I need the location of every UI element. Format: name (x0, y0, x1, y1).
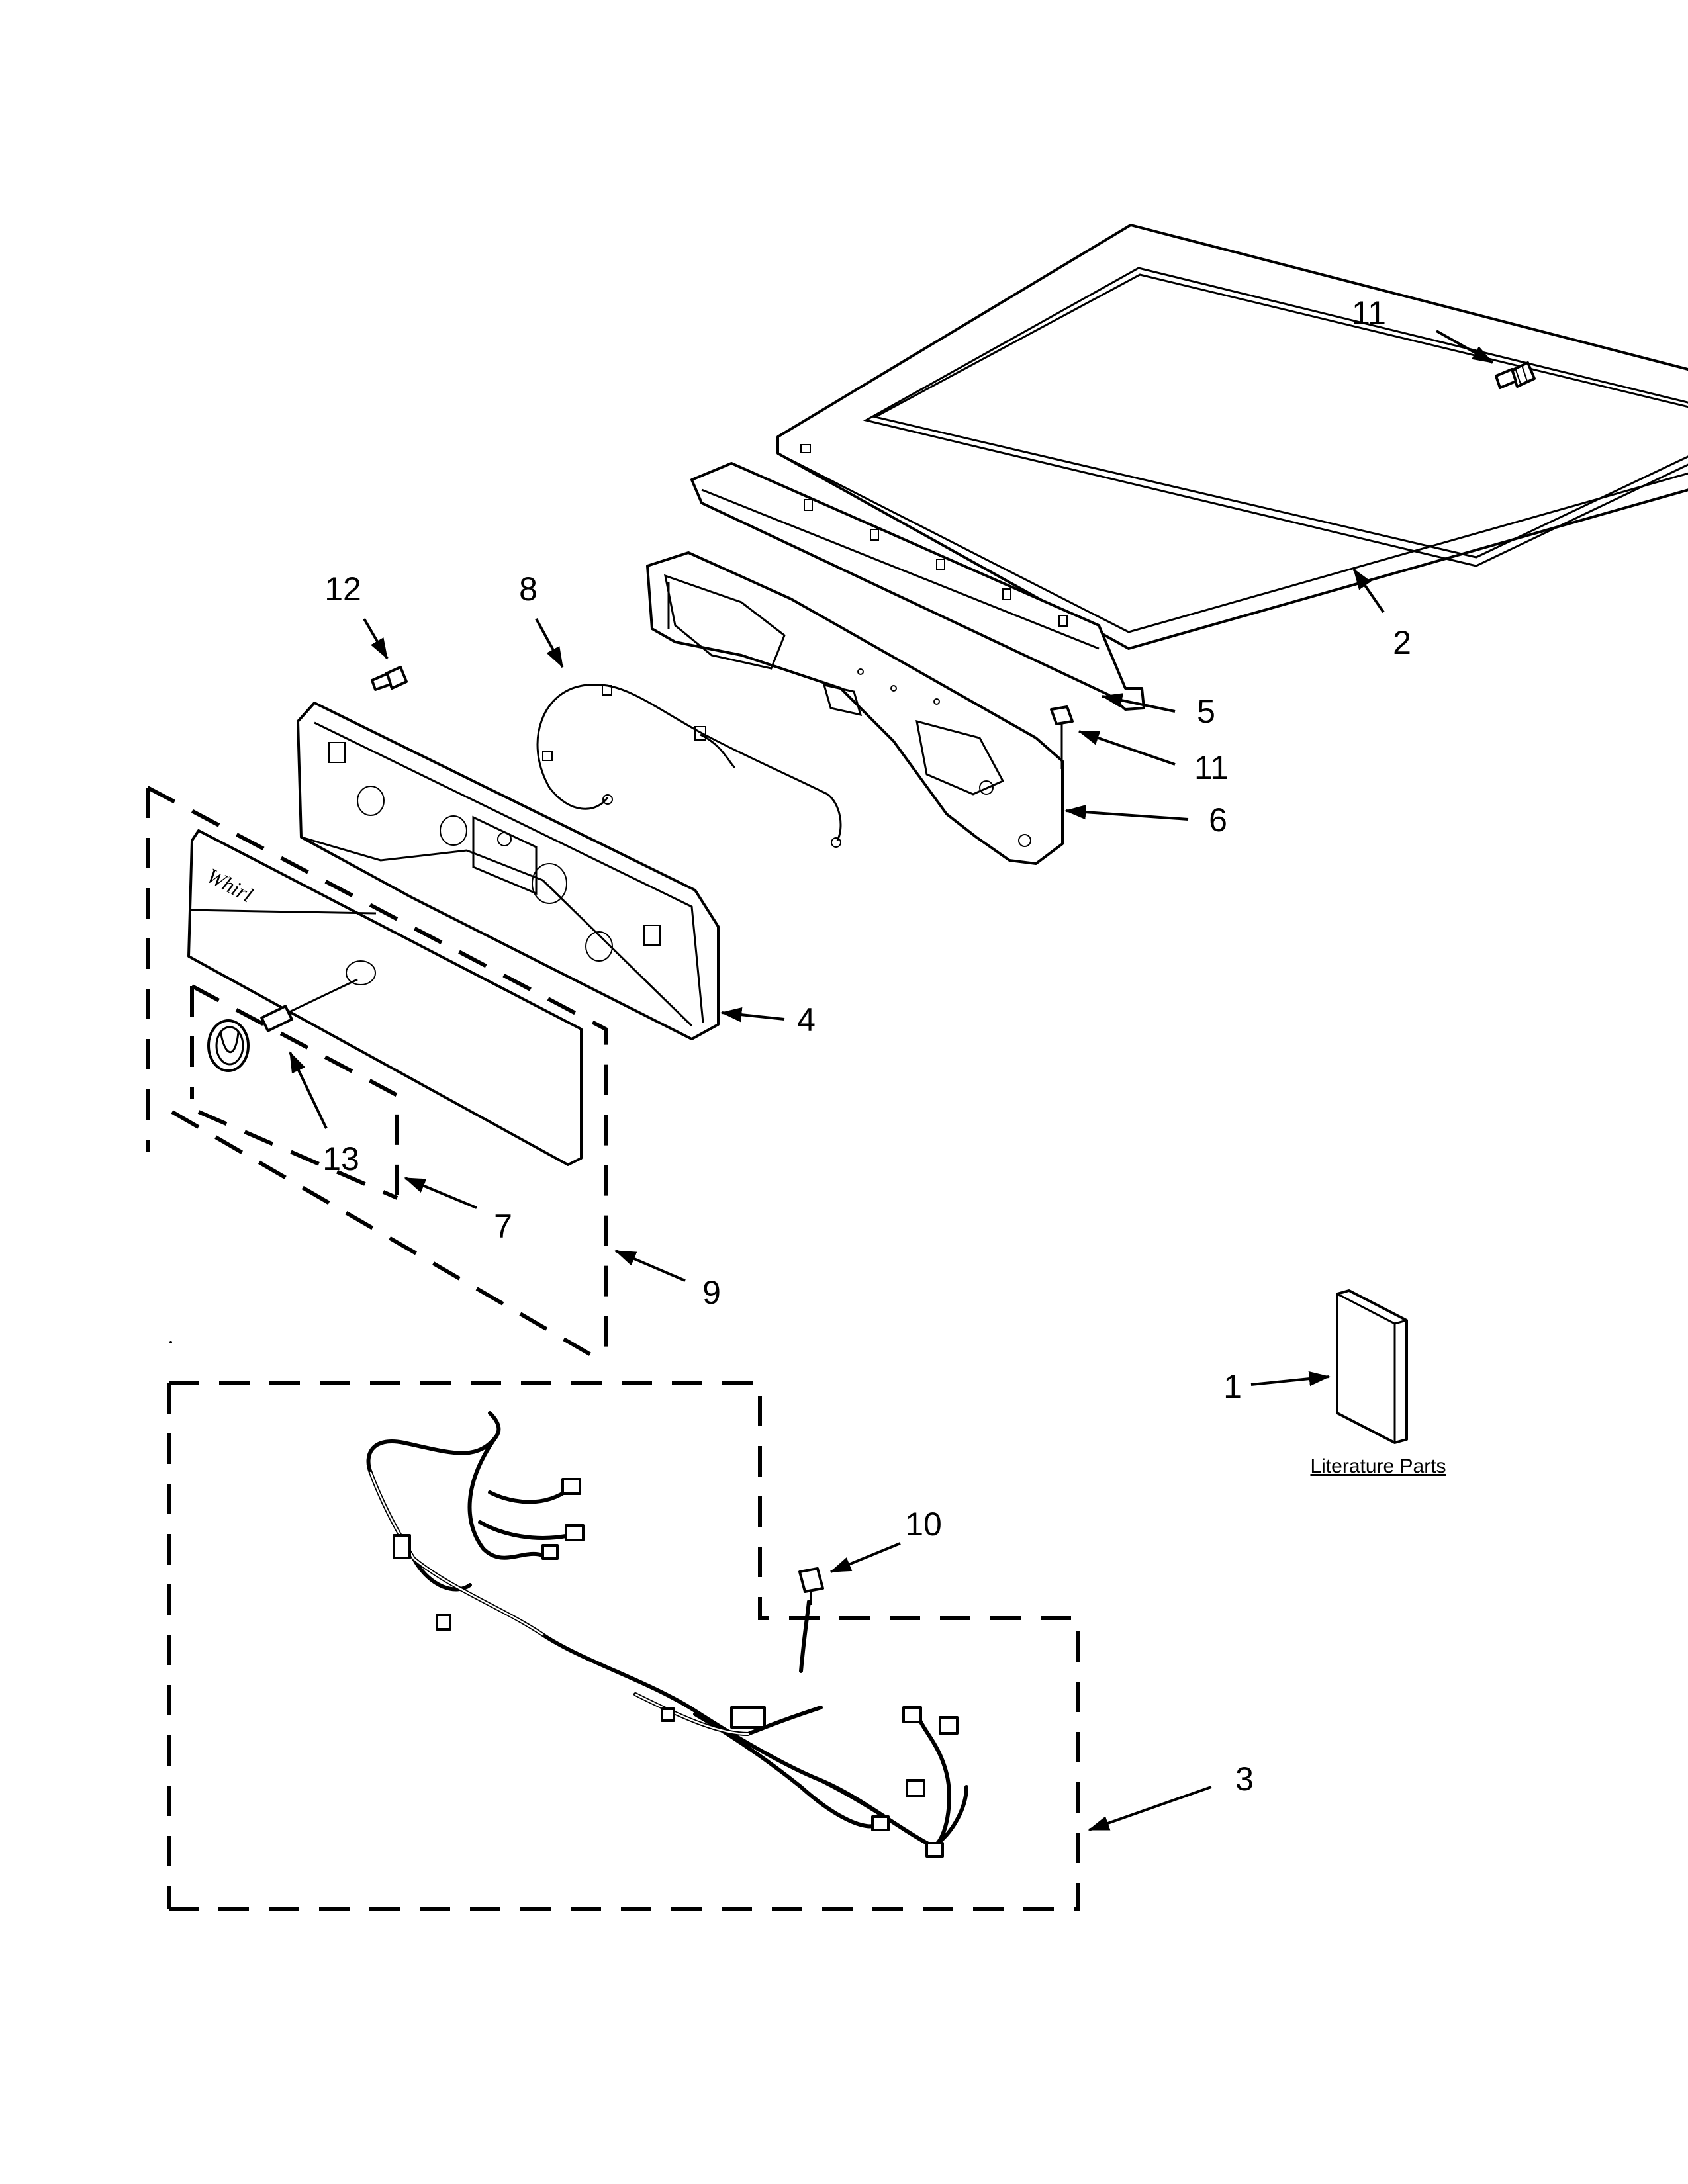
callout-labels: 11 2 5 11 6 4 8 12 13 7 9 10 3 1 (322, 295, 1411, 1797)
literature-booklet (1336, 1289, 1408, 1444)
front-rail (690, 462, 1145, 711)
knob (207, 1019, 250, 1072)
console-overlay: Whirl (187, 829, 583, 1166)
knob-shaft (260, 978, 358, 1032)
knob-group-outline (190, 984, 399, 1200)
stray-mark (169, 1341, 172, 1343)
screw-11-top (1495, 361, 1536, 389)
main-harness (366, 1411, 968, 1858)
console-wire (536, 683, 842, 848)
callout-9: 9 (702, 1274, 721, 1311)
callout-13: 13 (322, 1140, 359, 1177)
callout-6: 6 (1209, 801, 1227, 839)
callout-3: 3 (1235, 1760, 1254, 1797)
callout-4: 4 (797, 1001, 816, 1038)
callout-11-mid: 11 (1194, 749, 1229, 786)
callout-10: 10 (905, 1506, 942, 1543)
console-bracket (646, 551, 1064, 865)
console (297, 702, 720, 1040)
leader-arrows (289, 330, 1494, 1831)
screw-12 (371, 666, 408, 691)
screw-11-mid (1050, 705, 1074, 769)
top-panel (776, 224, 1688, 650)
callout-8: 8 (519, 570, 538, 608)
callout-5: 5 (1197, 693, 1215, 730)
ground-screw (798, 1567, 824, 1605)
callout-2: 2 (1393, 624, 1411, 661)
literature-parts-label: Literature Parts (1310, 1455, 1446, 1477)
harness-outline (167, 1381, 1080, 1911)
callout-11-top: 11 (1352, 295, 1386, 332)
callout-12: 12 (324, 570, 361, 608)
overlay-group-outline (146, 786, 608, 1365)
callout-1: 1 (1223, 1368, 1242, 1405)
callout-7: 7 (494, 1208, 512, 1245)
